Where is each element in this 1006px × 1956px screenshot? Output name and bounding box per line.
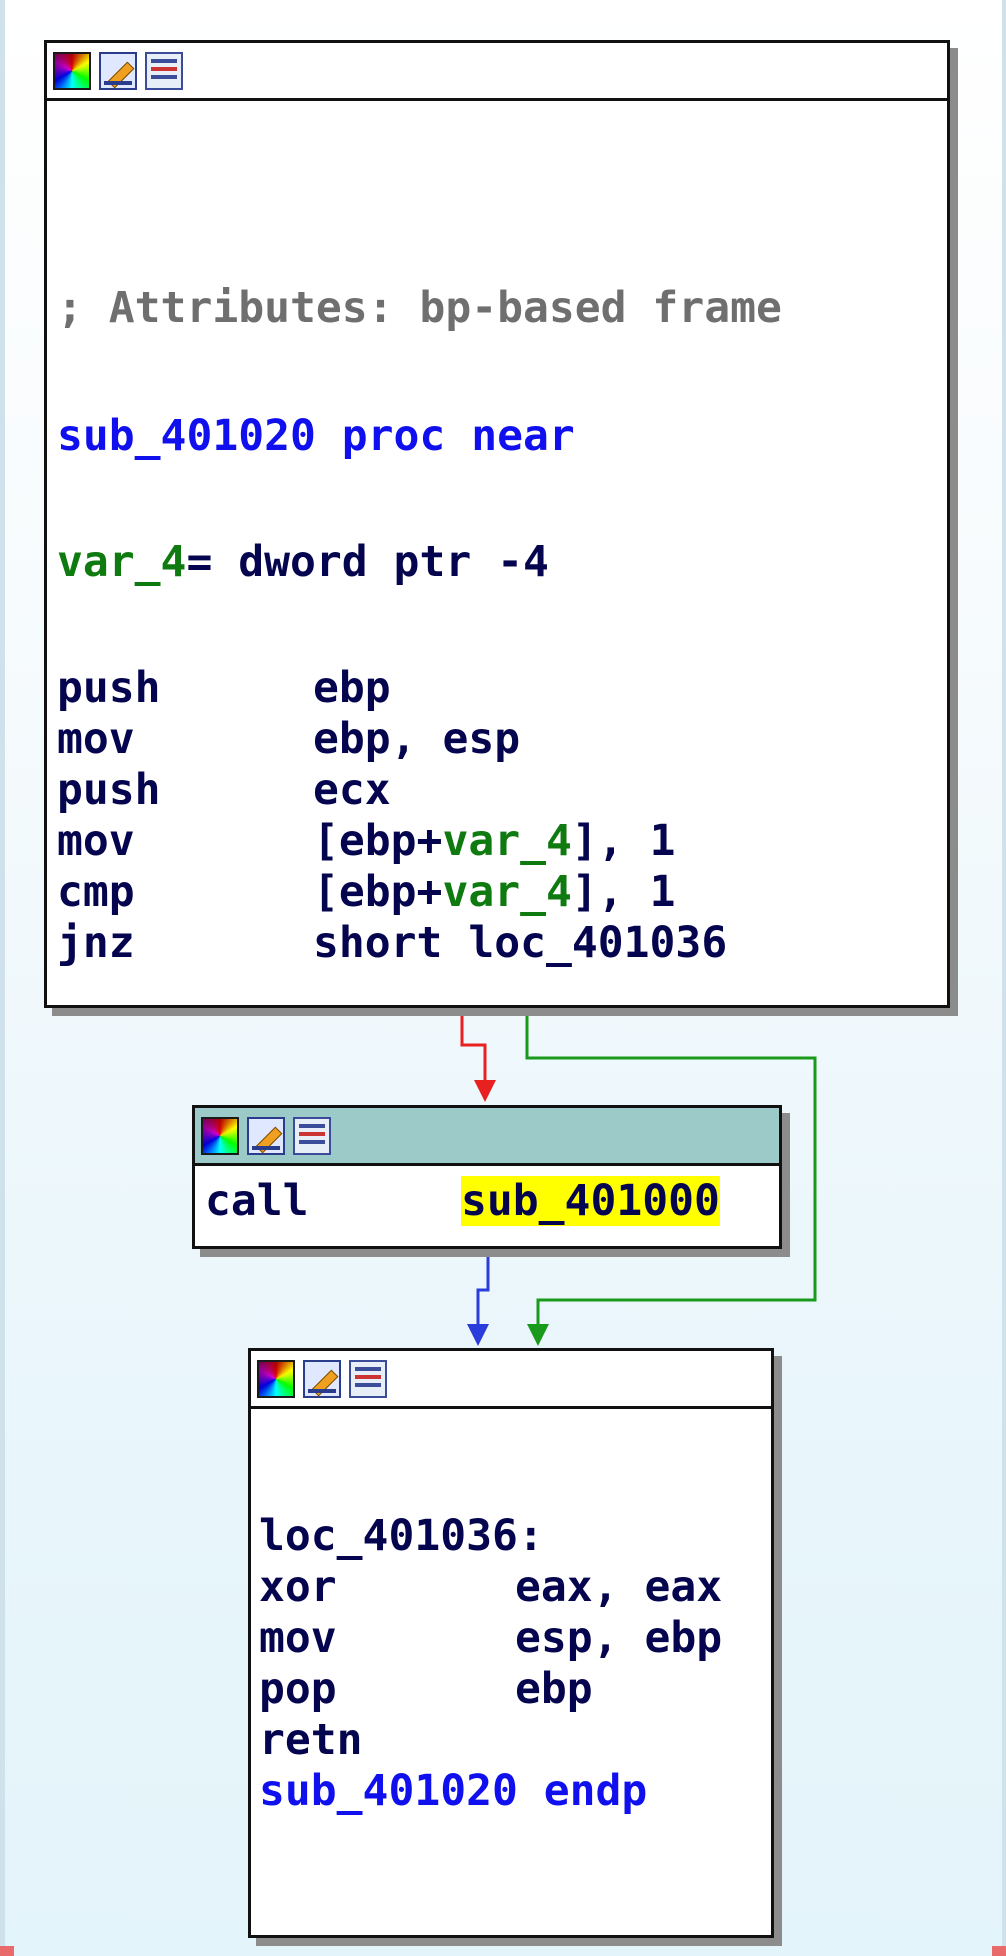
proc-end[interactable]: sub_401020 endp: [259, 1766, 648, 1816]
window-right-edge: [1002, 0, 1006, 1956]
edit-pencil-icon[interactable]: [247, 1116, 285, 1155]
edge-call-fallthrough: [476, 1248, 490, 1335]
edit-pencil-icon[interactable]: [99, 51, 137, 90]
instruction-row[interactable]: retn: [259, 1715, 363, 1765]
edge-jnz-true-arrow: [527, 1324, 549, 1346]
color-palette-icon[interactable]: [257, 1359, 295, 1398]
edge-call-fallthrough-arrow: [467, 1324, 489, 1346]
block-header: [195, 1108, 779, 1166]
edge-jnz-false-arrow: [474, 1080, 496, 1102]
local-variable-def[interactable]: var_4= dword ptr -4: [57, 537, 549, 587]
block-header: [47, 43, 947, 101]
call-target-highlight[interactable]: sub_401000: [461, 1176, 720, 1226]
window-left-edge: [0, 0, 5, 1956]
graph-view-icon[interactable]: [145, 51, 183, 90]
block-header: [251, 1351, 771, 1409]
edge-jnz-true: [525, 1006, 817, 1335]
edge-jnz-false: [460, 1006, 487, 1090]
window-bottom-edge: [0, 1946, 1006, 1956]
color-palette-icon[interactable]: [53, 51, 91, 90]
graph-view-icon[interactable]: [293, 1116, 331, 1155]
graph-view-icon[interactable]: [349, 1359, 387, 1398]
instruction-row[interactable]: mov[ebp+var_4], 1: [57, 816, 676, 866]
instruction-row[interactable]: cmp[ebp+var_4], 1: [57, 867, 676, 917]
basic-block-entry[interactable]: ; Attributes: bp-based frame sub_401020 …: [44, 40, 950, 1008]
color-palette-icon[interactable]: [201, 1116, 239, 1155]
comment-line: ; Attributes: bp-based frame: [57, 283, 782, 333]
edit-pencil-icon[interactable]: [303, 1359, 341, 1398]
location-label[interactable]: loc_401036:: [259, 1511, 544, 1561]
proc-declaration[interactable]: sub_401020 proc near: [57, 411, 575, 461]
